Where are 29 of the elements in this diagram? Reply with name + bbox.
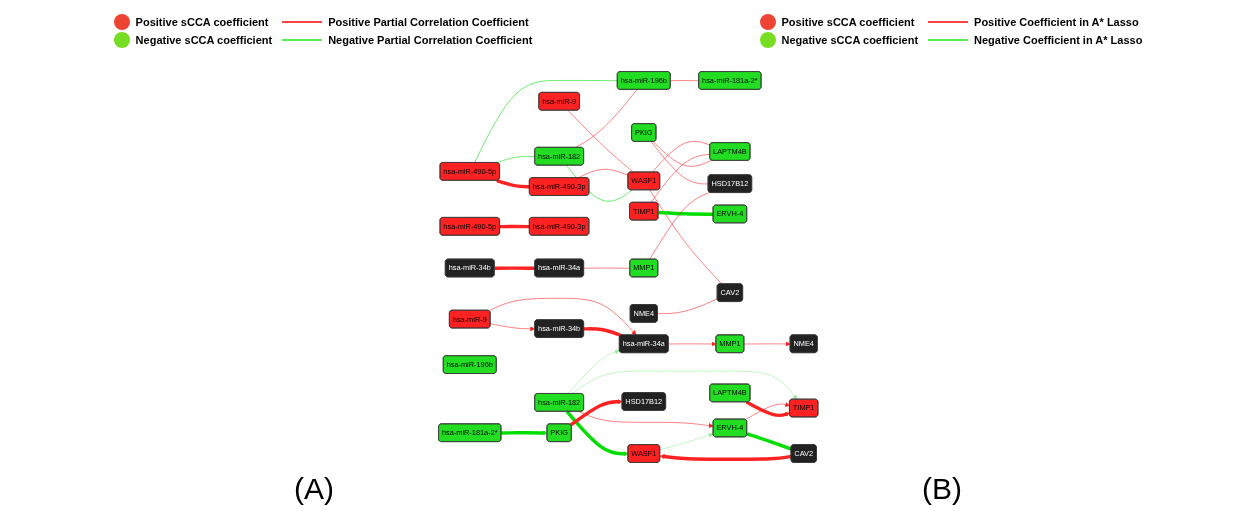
legend-text: Negative sCCA coefficient: [781, 34, 919, 46]
legend-text: Positive Coefficient in A* Lasso: [974, 16, 1139, 28]
legend-text: Negative sCCA coefficient: [135, 34, 273, 46]
legend-text: Negative Coefficient in A* Lasso: [974, 34, 1143, 46]
panel-label: (B): [922, 472, 962, 507]
legend-text: Negative Partial Correlation Coefficient: [328, 34, 533, 46]
arrow: [565, 410, 629, 457]
connector: [649, 192, 710, 260]
connector: [652, 141, 712, 167]
legend-text: Positive Partial Correlation Coefficient: [328, 16, 529, 28]
panel-label: (A): [294, 472, 334, 507]
connector: [658, 210, 714, 216]
arrow: [569, 399, 623, 427]
connector: [651, 141, 711, 173]
connector: [494, 266, 535, 270]
connector: [746, 432, 792, 451]
connector: [649, 189, 722, 285]
connector: [583, 327, 622, 338]
connector: [574, 89, 637, 148]
arrow: [501, 430, 548, 436]
connector: [650, 141, 709, 185]
legend-text: Positive sCCA coefficient: [781, 16, 915, 28]
legend-text: Positive sCCA coefficient: [135, 16, 269, 28]
connector: [567, 110, 634, 173]
arrow: [659, 454, 792, 461]
connector: [657, 298, 718, 314]
connector: [496, 178, 530, 189]
connector: [499, 224, 530, 229]
connector: [650, 154, 711, 203]
